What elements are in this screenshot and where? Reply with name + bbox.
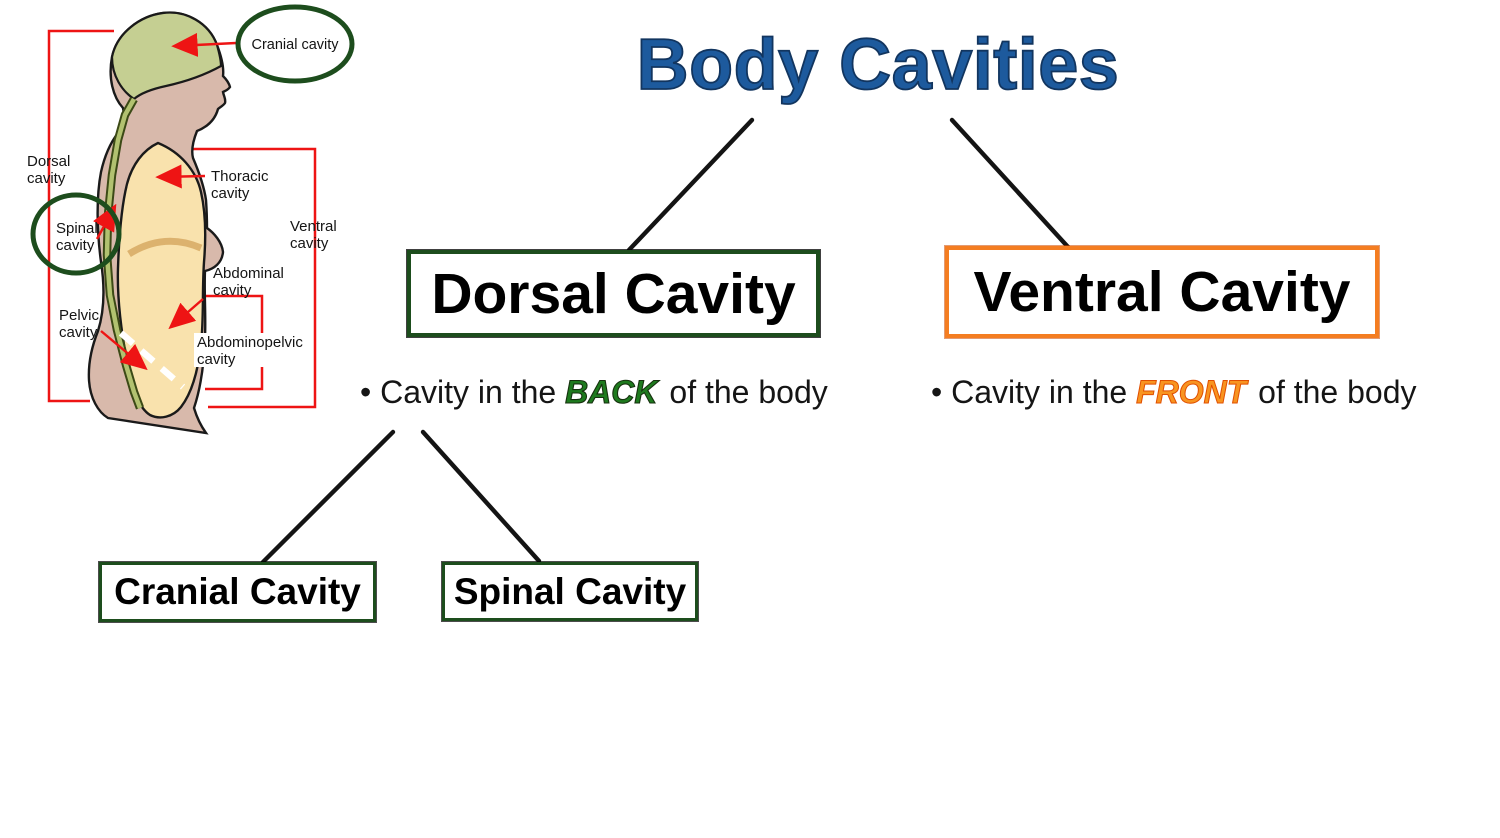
title-to-dorsal-line <box>626 117 755 253</box>
abdominal-cavity-label-line1: Abdominal <box>213 265 284 282</box>
dorsal-bullet-suffix: of the body <box>660 374 828 410</box>
thoracic-cavity-label-line2: cavity <box>211 185 250 202</box>
cranial-arrow <box>171 32 237 57</box>
ventral-cavity-box: Ventral Cavity <box>945 246 1379 338</box>
back-highlight: BACK <box>565 373 659 410</box>
dorsal-to-spinal-line <box>420 429 542 564</box>
abdominopelvic-cavity-label-line1: Abdominopelvic <box>197 334 303 351</box>
dorsal-bullet-prefix: • Cavity in the <box>360 374 566 410</box>
spinal-cavity-label-line1: Spinal <box>56 220 98 237</box>
cranial-cavity-box-label: Cranial Cavity <box>114 571 361 612</box>
dorsal-bullet-text: • Cavity in the BACK of the body <box>360 373 828 411</box>
ventral-bullet-prefix: • Cavity in the <box>931 374 1137 410</box>
page-title: Body Cavities <box>636 24 1120 106</box>
anatomy-illustration: Cranial cavity Dorsal cavity Thoracic ca… <box>27 4 355 435</box>
dorsal-cavity-label-line1: Dorsal <box>27 153 70 170</box>
cranial-cavity-label: Cranial cavity <box>251 37 339 53</box>
spine-strip <box>104 97 143 409</box>
ventral-cavity-box-label: Ventral Cavity <box>973 260 1351 324</box>
spinal-cavity-box: Spinal Cavity <box>442 562 698 621</box>
ventral-bullet-suffix: of the body <box>1249 374 1417 410</box>
ventral-bullet-text: • Cavity in the FRONT of the body <box>931 374 1417 411</box>
abdominal-cavity-label-line2: cavity <box>213 282 252 299</box>
title-to-ventral-line <box>949 117 1071 250</box>
pelvic-cavity-label-line2: cavity <box>59 324 98 341</box>
spinal-cavity-box-label: Spinal Cavity <box>453 570 687 612</box>
dorsal-cavity-label-line2: cavity <box>27 170 66 187</box>
cranial-label-ellipse <box>235 4 355 84</box>
thoracic-cavity-label-line1: Thoracic <box>211 168 269 185</box>
front-highlight: FRONT <box>1136 374 1247 411</box>
ventral-cavity-label-line2: cavity <box>290 235 329 252</box>
pelvic-cavity-label-line1: Pelvic <box>59 307 100 324</box>
dorsal-cavity-box: Dorsal Cavity <box>407 250 820 337</box>
abdominopelvic-cavity-label-line2: cavity <box>197 351 236 368</box>
spinal-cavity-label-line2: cavity <box>56 237 95 254</box>
abdominopelvic-label-bg <box>194 333 308 367</box>
thoracic-arrow <box>155 164 206 189</box>
pelvic-arrow <box>100 330 148 371</box>
cranial-cavity-box: Cranial Cavity <box>99 562 376 622</box>
diaphragm-arc <box>127 237 203 258</box>
pelvic-divider-dashed-line <box>118 330 186 390</box>
dorsal-cavity-bracket <box>47 29 114 403</box>
abdominal-arrow <box>168 298 204 330</box>
ventral-cavity-bracket <box>192 147 317 409</box>
spinal-label-ellipse <box>30 192 122 276</box>
dorsal-cavity-box-label: Dorsal Cavity <box>431 261 796 326</box>
ventral-cavity-label-line1: Ventral <box>290 218 337 235</box>
